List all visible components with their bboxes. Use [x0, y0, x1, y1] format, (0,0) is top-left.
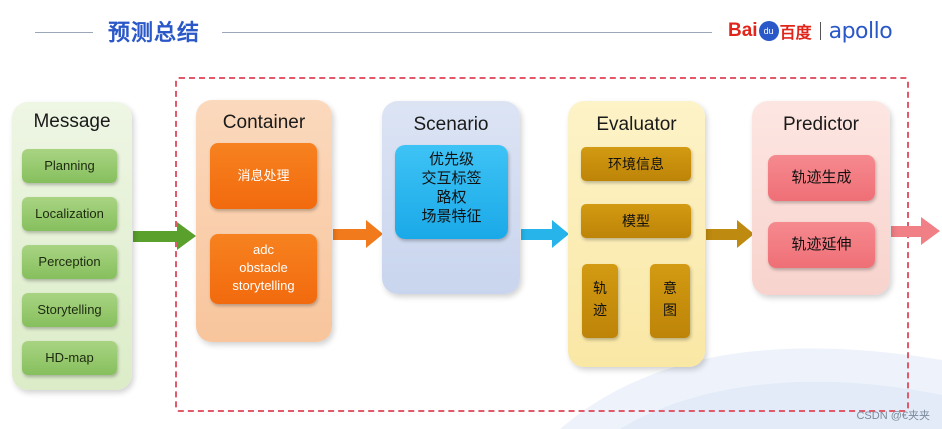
logo-separator: [819, 22, 821, 40]
message-panel: Message Planning Localization Perception…: [12, 102, 132, 390]
intent-output-box: 意 图: [650, 264, 690, 338]
message-item-localization: Localization: [22, 197, 117, 231]
message-title: Message: [33, 111, 111, 132]
logo-text-apollo: apollo: [828, 18, 893, 44]
logo-text-baidu: 百度: [779, 25, 812, 42]
container-line-obstacle: obstacle: [239, 260, 288, 275]
title-rule-right: [222, 32, 712, 33]
model-box: 模型: [581, 204, 691, 238]
message-item-hd-map: HD-map: [22, 341, 117, 375]
container-panel: Container 消息处理 adc obstacle storytelling: [196, 100, 332, 342]
trajectory-char-2: 迹: [593, 302, 607, 318]
scenario-features-box: 优先级 交互标签 路权 场景特征: [395, 145, 508, 239]
evaluator-title: Evaluator: [596, 114, 677, 135]
intent-char-1: 意: [663, 280, 677, 296]
predictor-title: Predictor: [782, 114, 860, 135]
scenario-line-right-of-way: 路权: [436, 189, 467, 206]
container-line-storytelling: storytelling: [232, 278, 295, 293]
scenario-line-interaction-tag: 交互标签: [421, 170, 482, 187]
logo-text-bai: Bai: [728, 20, 758, 41]
arrow-container-to-scenario: [333, 220, 383, 248]
environment-info-box: 环境信息: [581, 147, 691, 181]
message-item-perception: Perception: [22, 245, 117, 279]
message-item-storytelling: Storytelling: [22, 293, 117, 327]
scenario-panel: Scenario 优先级 交互标签 路权 场景特征: [382, 101, 520, 294]
page-title: 预测总结: [108, 20, 201, 45]
trajectory-generation-box: 轨迹生成: [768, 155, 875, 201]
intent-char-2: 图: [663, 302, 677, 318]
title-rule-left: [35, 32, 93, 33]
trajectory-output-box: 轨 迹: [582, 264, 618, 338]
adc-obstacle-storytelling-box: adc obstacle storytelling: [210, 234, 317, 304]
container-line-adc: adc: [253, 242, 274, 257]
csdn-watermark: CSDN @€夹夹: [856, 410, 930, 422]
predictor-panel: Predictor 轨迹生成 轨迹延伸: [752, 101, 890, 295]
trajectory-extension-box: 轨迹延伸: [768, 222, 875, 268]
scenario-line-priority: 优先级: [428, 151, 474, 168]
container-title: Container: [222, 112, 306, 133]
scenario-line-scene-features: 场景特征: [421, 208, 482, 225]
baidu-apollo-logo: Bai du 百度 apollo: [728, 16, 893, 46]
arrow-predictor-output: [891, 217, 940, 245]
baidu-paw-icon: du: [758, 21, 779, 41]
scenario-title: Scenario: [413, 114, 489, 135]
trajectory-char-1: 轨: [593, 280, 607, 296]
message-processing-box: 消息处理: [210, 143, 317, 209]
evaluator-panel: Evaluator 环境信息 模型 轨 迹 意 图: [568, 101, 705, 367]
arrow-scenario-to-evaluator: [521, 220, 569, 248]
message-item-planning: Planning: [22, 149, 117, 183]
prediction-module-frame: [175, 77, 909, 412]
arrow-message-to-container: [133, 222, 196, 250]
arrow-evaluator-to-predictor: [706, 220, 754, 248]
